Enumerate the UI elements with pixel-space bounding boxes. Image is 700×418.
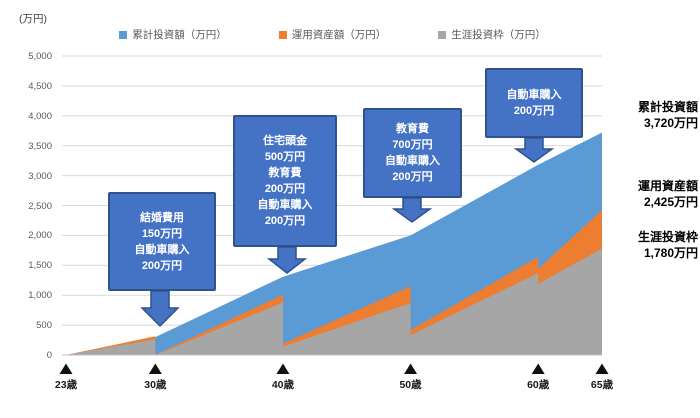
- callout-arrows: [140, 137, 555, 328]
- callout-line: 結婚費用: [140, 211, 184, 224]
- callout-line: 自動車購入: [506, 89, 562, 101]
- summary-value: 1,780万円: [643, 245, 698, 260]
- summary-asset-value: 運用資産額 2,425万円: [602, 179, 698, 210]
- callout-arrow-icon: [513, 137, 555, 163]
- callout-line: 700万円: [392, 139, 433, 151]
- legend-swatch-icon: [119, 30, 128, 39]
- legend-item: 累計投資額（万円）: [119, 27, 227, 42]
- x-axis-marker-icon: [595, 363, 609, 374]
- x-axis-marker-icon: [276, 363, 290, 374]
- legend-swatch-icon: [438, 30, 447, 39]
- callout-line: 200万円: [264, 183, 306, 195]
- x-axis-marker-icon: [531, 363, 545, 374]
- y-tick-label: 2,500: [28, 200, 52, 212]
- legend-swatch-icon: [278, 30, 287, 39]
- callout-line: 自動車購入: [134, 243, 190, 256]
- callout-line: 自動車購入: [385, 155, 440, 167]
- y-tick-label: 2,000: [28, 230, 52, 242]
- x-axis-markers: [59, 363, 609, 374]
- legend-label: 累計投資額（万円）: [132, 29, 227, 41]
- legend-label: 運用資産額（万円）: [291, 29, 387, 41]
- callout-arrow-icon: [266, 246, 308, 274]
- x-axis-label: 23歳: [54, 379, 78, 391]
- y-tick-label: 1,500: [28, 260, 52, 272]
- callout-box-age-60: 自動車購入 200万円: [485, 68, 583, 138]
- summary-value: 3,720万円: [643, 115, 698, 130]
- x-axis-marker-icon: [148, 363, 162, 374]
- callout-line: 自動車購入: [257, 199, 313, 211]
- callout-box-age-50: 教育費 700万円自動車購入 200万円: [363, 108, 462, 198]
- y-axis-unit-label: (万円): [19, 13, 47, 25]
- summary-value: 2,425万円: [643, 194, 698, 209]
- callout-line: 500万円: [264, 151, 306, 163]
- y-tick-label: 0: [46, 350, 52, 361]
- y-tick-label: 500: [36, 320, 52, 332]
- summary-lifetime-quota: 生涯投資枠 1,780万円: [602, 230, 698, 261]
- x-axis-label: 30歳: [144, 379, 167, 391]
- x-axis-marker-icon: [404, 363, 418, 374]
- x-axis-label: 60歳: [527, 379, 550, 391]
- area-series: [66, 132, 602, 355]
- legend-item: 生涯投資枠（万円）: [438, 27, 546, 42]
- y-tick-label: 4,000: [28, 110, 52, 122]
- summary-title: 生涯投資枠: [637, 230, 698, 244]
- x-axis-label: 65歳: [590, 379, 614, 391]
- callout-line: 教育費: [268, 167, 302, 179]
- x-axis-marker-icon: [59, 363, 73, 374]
- y-tick-label: 1,000: [28, 290, 52, 302]
- callout-line: 教育費: [396, 123, 429, 135]
- callout-line: 住宅頭金: [263, 135, 307, 147]
- y-tick-label: 3,500: [28, 140, 52, 152]
- area-生涯投資枠（万円）: [66, 248, 602, 355]
- x-axis-label: 40歳: [271, 379, 295, 391]
- summary-title: 累計投資額: [637, 100, 698, 114]
- callout-box-age-30: 結婚費用 150万円自動車購入 200万円: [108, 192, 216, 291]
- callout-line: 150万円: [141, 227, 183, 240]
- summary-title: 運用資産額: [637, 179, 698, 193]
- y-tick-label: 5,000: [28, 51, 52, 62]
- callout-line: 200万円: [513, 105, 555, 117]
- legend-label: 生涯投資枠（万円）: [451, 29, 546, 41]
- y-tick-label: 3,000: [28, 170, 52, 182]
- callout-line: 200万円: [141, 259, 183, 272]
- summary-cumulative-investment: 累計投資額 3,720万円: [602, 100, 698, 131]
- y-tick-label: 4,500: [28, 80, 52, 92]
- callout-line: 200万円: [392, 171, 433, 183]
- callout-arrow-icon: [391, 197, 433, 223]
- x-axis-label: 50歳: [399, 379, 422, 391]
- legend-item: 運用資産額（万円）: [278, 27, 387, 42]
- legend: 累計投資額（万円） 運用資産額（万円） 生涯投資枠（万円）: [60, 27, 605, 42]
- callout-line: 200万円: [264, 215, 306, 227]
- callout-arrow-icon: [140, 290, 180, 328]
